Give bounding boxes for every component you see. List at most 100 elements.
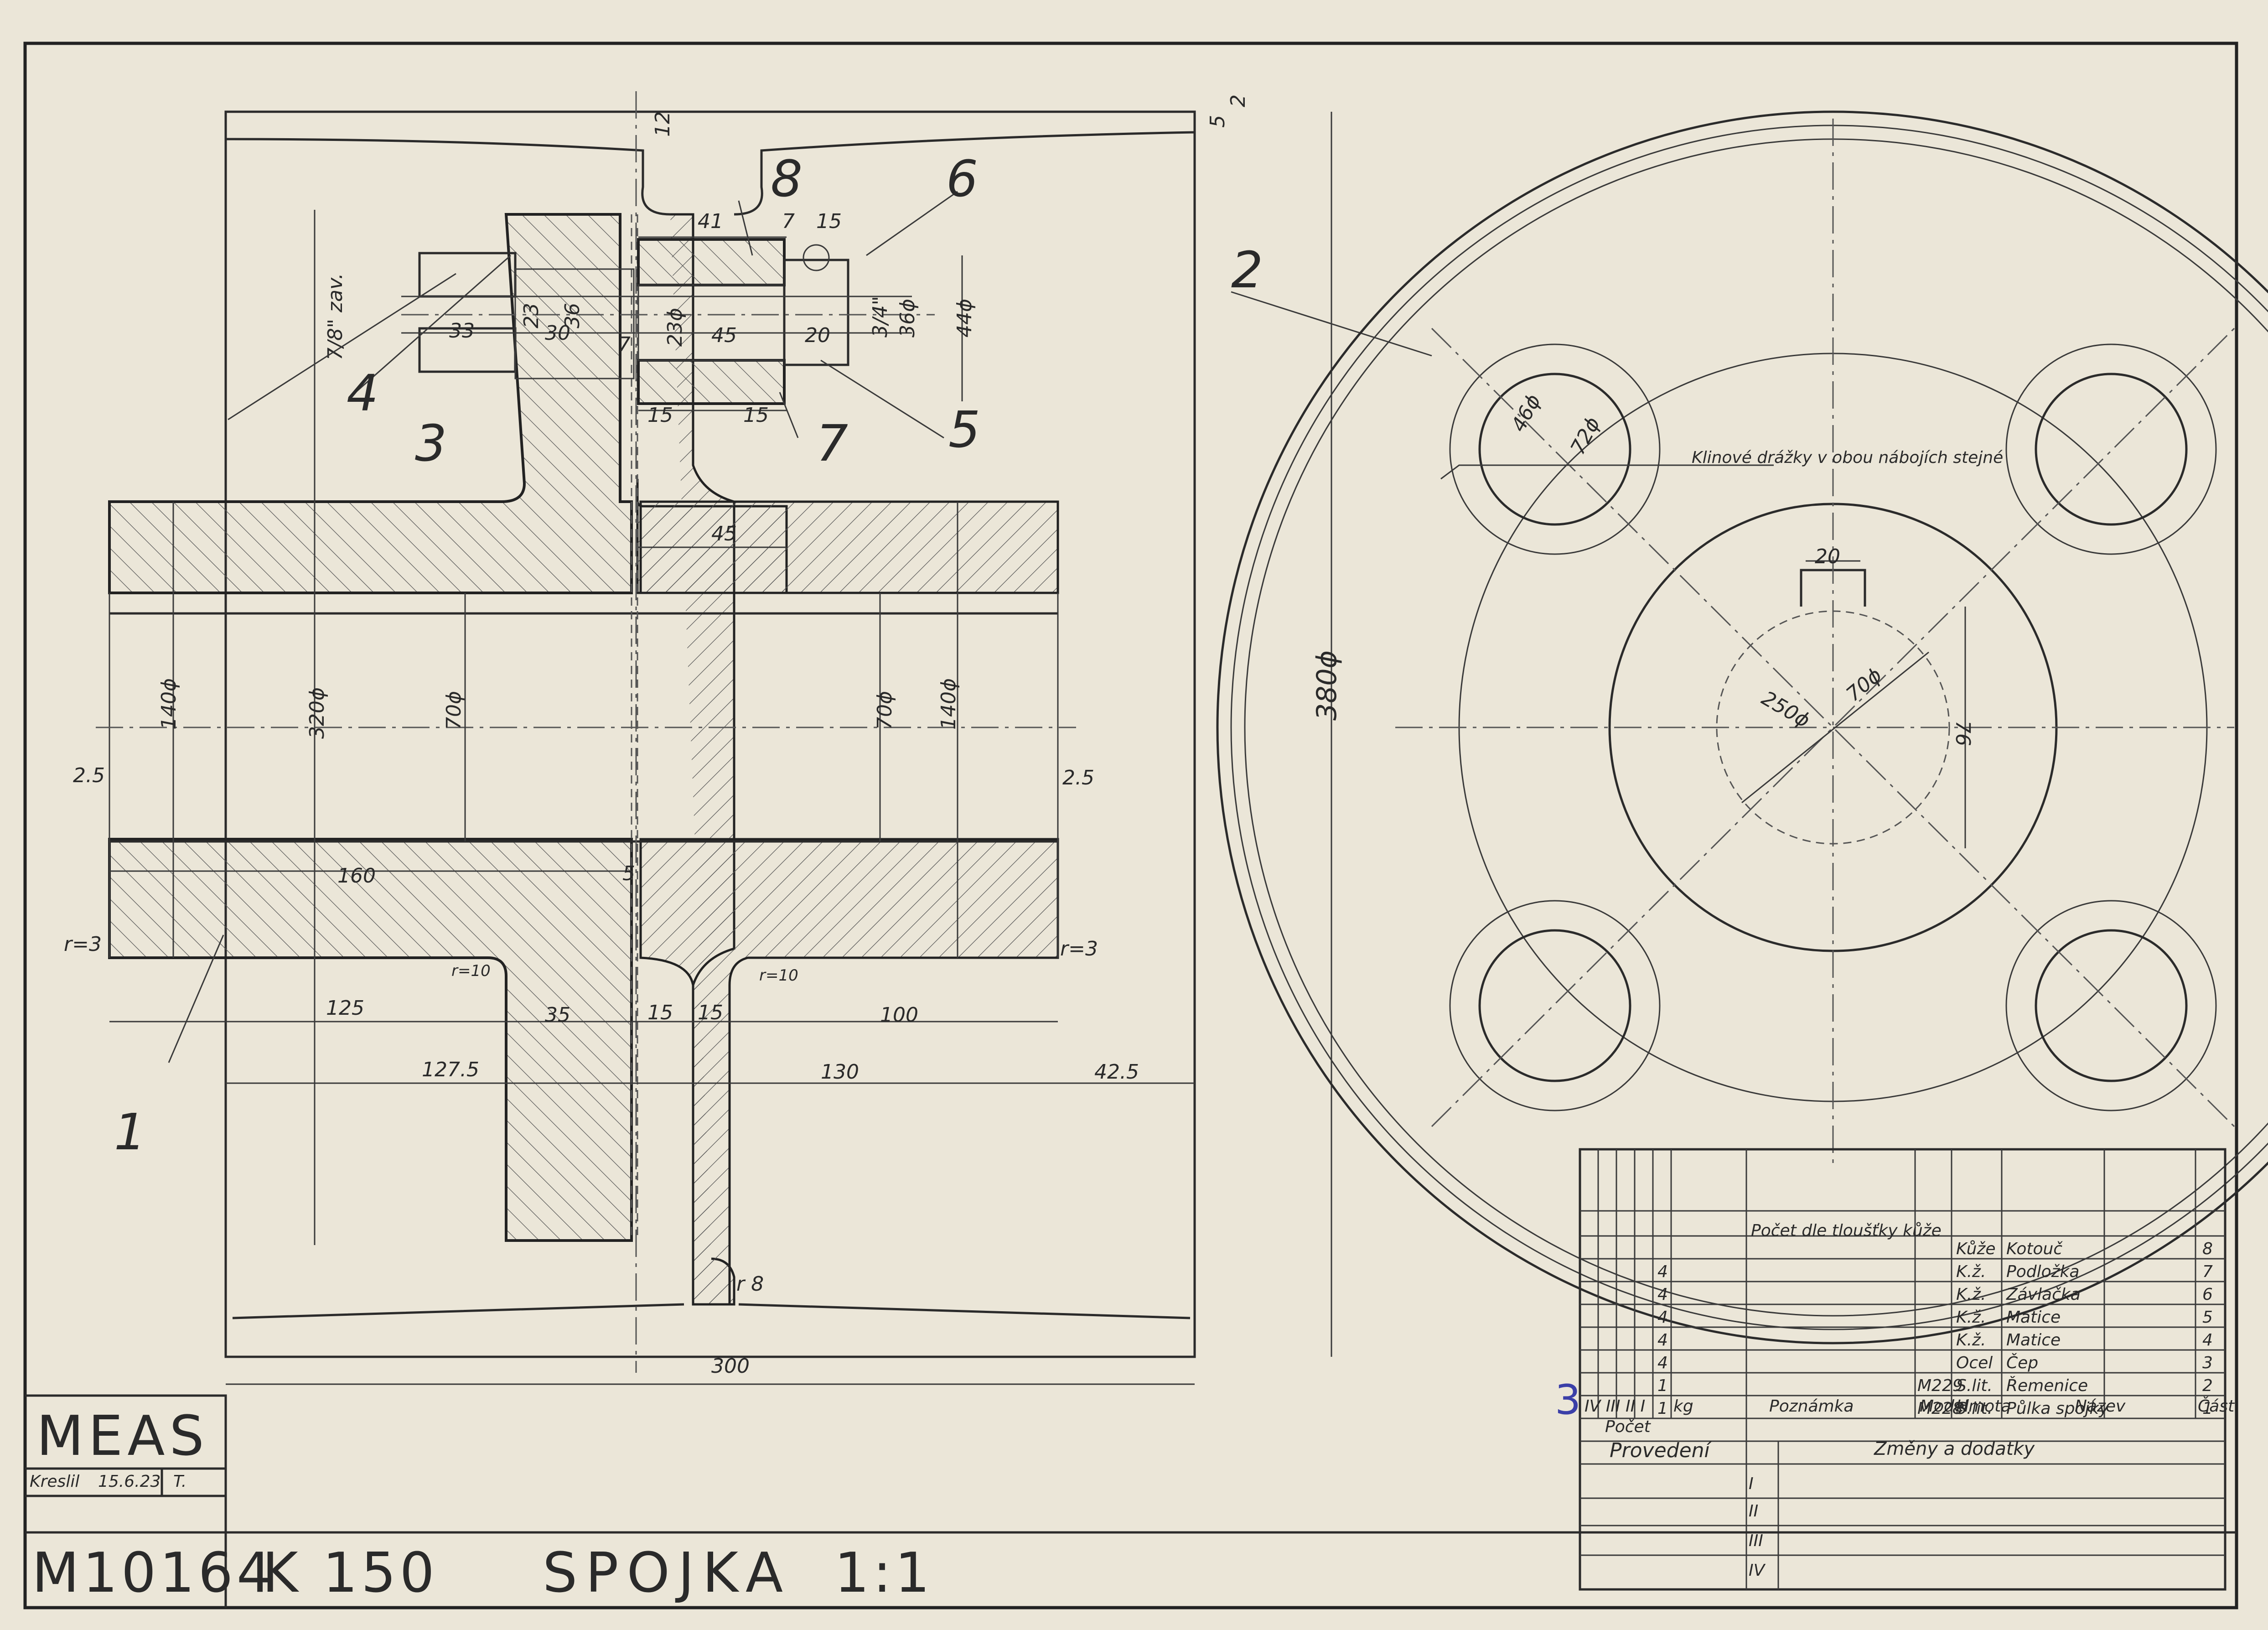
coupling-hub-lower (108, 838, 633, 1242)
parts-row-qty: 1 (1657, 1376, 1668, 1395)
company-name: MEAS (36, 1405, 209, 1468)
dim-41: 41 (698, 210, 723, 233)
parts-row-material: K.ž. (1956, 1331, 1986, 1350)
dim-7: 7 (782, 210, 795, 233)
dim-30: 30 (545, 322, 570, 345)
part-reference-callouts: 1 2 3 4 5 6 7 8 (114, 150, 1432, 1161)
drawing-number: M10164 (32, 1542, 275, 1605)
parts-list-table: Počet dle tloušťky kůže (1579, 1148, 2227, 1591)
coupling-hub-upper (108, 213, 633, 594)
dim-15e: 15 (698, 1001, 723, 1024)
dim-125: 125 (326, 997, 364, 1020)
count-header: Počet (1605, 1417, 1652, 1436)
dim-140phi-right: 140ϕ (937, 678, 960, 730)
dim-12: 12 (651, 111, 674, 137)
pulley-hub-lower (639, 838, 1059, 1306)
title-block: MEAS Kreslil 15.6.23 T. M10164 K 150 SPO… (25, 1394, 2237, 1608)
dim-15: 15 (816, 210, 842, 233)
roman-2: II (1749, 1502, 1758, 1521)
drawing-border (23, 42, 2238, 1609)
dim-45: 45 (711, 324, 737, 347)
dim-2: 2 (1227, 94, 1250, 107)
parts-list-headers: IV III II I kg Poznámka Model Hmota Náze… (1555, 1376, 2235, 1580)
parts-row-part-number: 5 (2202, 1308, 2213, 1327)
parts-row-material: K.ž. (1956, 1262, 1986, 1281)
changes-label: Změny a dodatky (1874, 1438, 2035, 1459)
dim-2-5-left: 2.5 (73, 764, 105, 787)
dim-140phi-left: 140ϕ (157, 678, 181, 730)
variants-header: IV III II I (1584, 1397, 1645, 1416)
roman-4: IV (1749, 1561, 1766, 1580)
part-ref-1: 1 (114, 1103, 146, 1161)
dim-r3-left: r=3 (64, 933, 102, 956)
material-header: Hmota (1956, 1397, 2011, 1416)
parts-row-qty: 4 (1657, 1308, 1668, 1327)
parts-row-name: Řemenice (2006, 1376, 2088, 1395)
parts-row-material: S.lit. (1956, 1399, 1993, 1418)
parts-row-part-number: 2 (2202, 1376, 2213, 1395)
parts-row-part-number: 3 (2202, 1354, 2213, 1372)
parts-row-material: K.ž. (1956, 1285, 1986, 1304)
dim-160: 160 (337, 864, 376, 888)
parts-row-qty: 4 (1657, 1285, 1668, 1304)
roman-1: I (1749, 1474, 1754, 1493)
dim-2-5-right: 2.5 (1062, 766, 1094, 789)
part-ref-2: 2 (1231, 241, 1263, 299)
dim-5: 5 (1206, 115, 1229, 128)
parts-row-name: Kotouč (2006, 1240, 2063, 1258)
parts-row-name: Matice (2006, 1308, 2061, 1327)
dim-23: 23 (520, 303, 543, 328)
dim-127-5: 127.5 (422, 1058, 479, 1081)
dim-70phi-right: 70ϕ (873, 691, 896, 730)
dim-20: 20 (805, 324, 830, 347)
roman-3: III (1749, 1531, 1763, 1550)
part-header: Část (2198, 1396, 2235, 1416)
dim-r10-right: r=10 (759, 966, 798, 985)
drawn-by: T. (173, 1472, 186, 1491)
part-ref-6: 6 (946, 150, 978, 208)
dim-130: 130 (821, 1060, 859, 1084)
coupling-section-view (96, 91, 1196, 1373)
dim-44phi: 44ϕ (953, 299, 976, 337)
parts-row-name: Matice (2006, 1331, 2061, 1350)
size-code: K 150 (262, 1542, 438, 1605)
dim-45b: 45 (711, 522, 737, 545)
model-header: Model (1920, 1397, 1969, 1416)
drawn-date: 15.6.23 (98, 1472, 161, 1491)
parts-row-material: Ocel (1956, 1354, 1993, 1372)
execution-label: Provedení (1610, 1439, 1713, 1462)
bolt-assembly (401, 238, 912, 405)
parts-row-qty: 4 (1657, 1354, 1668, 1372)
dim-7b: 7 (618, 333, 631, 356)
dim-70phi-left: 70ϕ (442, 691, 466, 730)
section-dimension-lines (109, 112, 1332, 1385)
dim-23phi: 23ϕ (663, 308, 687, 347)
name-header: Název (2075, 1397, 2126, 1416)
parts-row-model: M229 (1917, 1376, 1963, 1395)
parts-row-model: M228 (1917, 1399, 1963, 1418)
dim-100: 100 (880, 1003, 918, 1027)
drawing-scale: 1:1 (834, 1542, 933, 1605)
parts-row-part-number: 4 (2202, 1331, 2213, 1350)
parts-row-material: K.ž. (1956, 1308, 1986, 1327)
dim-3-4: 3/4" (869, 296, 892, 337)
end-dim-76: 76 (1951, 721, 1974, 746)
dim-15b: 15 (647, 404, 673, 427)
kg-header: kg (1673, 1397, 1693, 1416)
dim-36phi: 36ϕ (896, 299, 919, 337)
part-ref-8: 8 (771, 150, 803, 208)
note-header: Poznámka (1769, 1397, 1854, 1416)
parts-header-note: Počet dle tloušťky kůže (1751, 1221, 1942, 1240)
dim-42-5: 42.5 (1094, 1060, 1139, 1084)
part-ref-3: 3 (415, 414, 447, 472)
drawn-label: Kreslil (30, 1472, 79, 1491)
parts-row-part-number: 8 (2202, 1240, 2213, 1258)
dim-15d: 15 (647, 1001, 673, 1024)
parts-row-name: Podložka (2006, 1262, 2079, 1281)
dim-300: 300 (711, 1355, 750, 1378)
section-dimension-labels: 12 5 2 41 7 15 7/8" zav. 23 36 33 30 7 2… (64, 94, 1343, 1378)
dim-5b: 5 (622, 862, 635, 885)
dim-36: 36 (561, 303, 584, 328)
